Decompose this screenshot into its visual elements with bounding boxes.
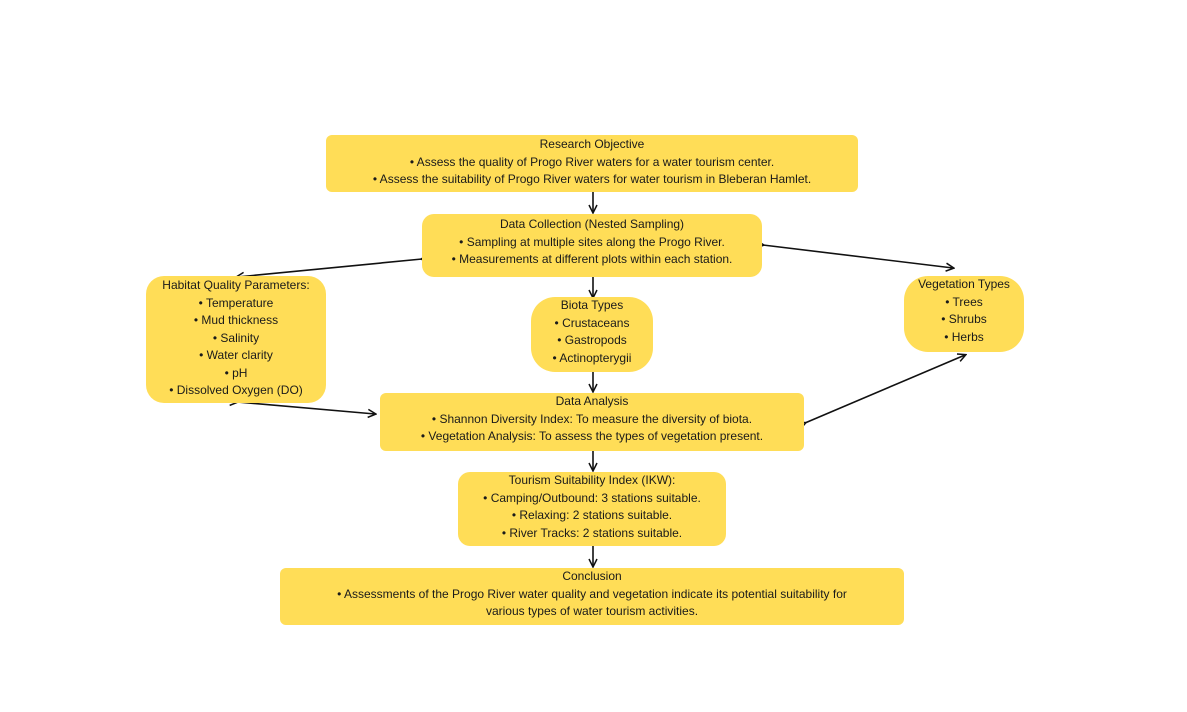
habitat-quality-item: • Water clarity	[199, 348, 273, 362]
habitat-quality-item: • Salinity	[212, 330, 260, 345]
tourism-suitability-item: • Relaxing: 2 stations suitable.	[511, 508, 673, 522]
biota-types-box: Biota Types • Crustaceans • Gastropods •…	[531, 297, 653, 372]
vegetation-types-item: • Herbs	[944, 329, 984, 344]
conclusion-item: • Assessments of the Progo River water q…	[337, 586, 847, 601]
vegetation-types-title: Vegetation Types	[918, 277, 1010, 291]
biota-types-item: • Crustaceans	[554, 315, 630, 330]
habitat-quality-item: • Temperature	[198, 295, 274, 310]
habitat-quality-item: • Dissolved Oxygen (DO)	[169, 383, 303, 397]
research-objective-item: • Assess the suitability of Progo River …	[372, 172, 812, 186]
data-collection-item: • Measurements at different plots within…	[451, 252, 733, 266]
vegetation-types-box: Vegetation Types • Trees • Shrubs • Herb…	[904, 276, 1024, 352]
research-objective-box: Research Objective • Assess the quality …	[326, 135, 858, 192]
conclusion-box: Conclusion • Assessments of the Progo Ri…	[280, 568, 904, 625]
data-analysis-item: • Shannon Diversity Index: To measure th…	[431, 411, 753, 426]
biota-types-item: • Gastropods	[557, 333, 627, 347]
arrow-habitat-analysis	[237, 402, 375, 414]
data-collection-item: • Sampling at multiple sites along the P…	[459, 234, 725, 249]
data-analysis-box: Data Analysis • Shannon Diversity Index:…	[380, 393, 804, 451]
arrow-collection-habitat	[237, 259, 422, 277]
biota-types-item: • Actinopterygii	[552, 350, 632, 365]
data-collection-title: Data Collection (Nested Sampling)	[499, 217, 685, 231]
vegetation-types-item: • Shrubs	[941, 312, 987, 326]
data-collection-box: Data Collection (Nested Sampling) • Samp…	[422, 214, 762, 277]
research-objective-title: Research Objective	[539, 137, 645, 151]
tourism-suitability-item: • Camping/Outbound: 3 stations suitable.	[483, 490, 701, 505]
habitat-quality-title: Habitat Quality Parameters:	[162, 278, 310, 292]
biota-types-title: Biota Types	[560, 298, 624, 312]
tourism-suitability-box: Tourism Suitability Index (IKW): • Campi…	[458, 472, 726, 546]
research-objective-item: • Assess the quality of Progo River wate…	[409, 154, 775, 169]
arrow-analysis-vegetation	[805, 355, 965, 423]
tourism-suitability-title: Tourism Suitability Index (IKW):	[508, 473, 676, 487]
habitat-quality-box: Habitat Quality Parameters: • Temperatur…	[146, 276, 326, 403]
data-analysis-item: • Vegetation Analysis: To assess the typ…	[420, 429, 764, 443]
vegetation-types-item: • Trees	[945, 294, 983, 309]
habitat-quality-item: • Mud thickness	[193, 313, 279, 327]
conclusion-title: Conclusion	[562, 569, 622, 583]
conclusion-item: various types of water tourism activitie…	[485, 604, 699, 618]
habitat-quality-item: • pH	[224, 365, 248, 380]
arrow-collection-vegetation	[763, 245, 953, 268]
data-analysis-title: Data Analysis	[555, 394, 629, 408]
tourism-suitability-item: • River Tracks: 2 stations suitable.	[501, 525, 683, 540]
